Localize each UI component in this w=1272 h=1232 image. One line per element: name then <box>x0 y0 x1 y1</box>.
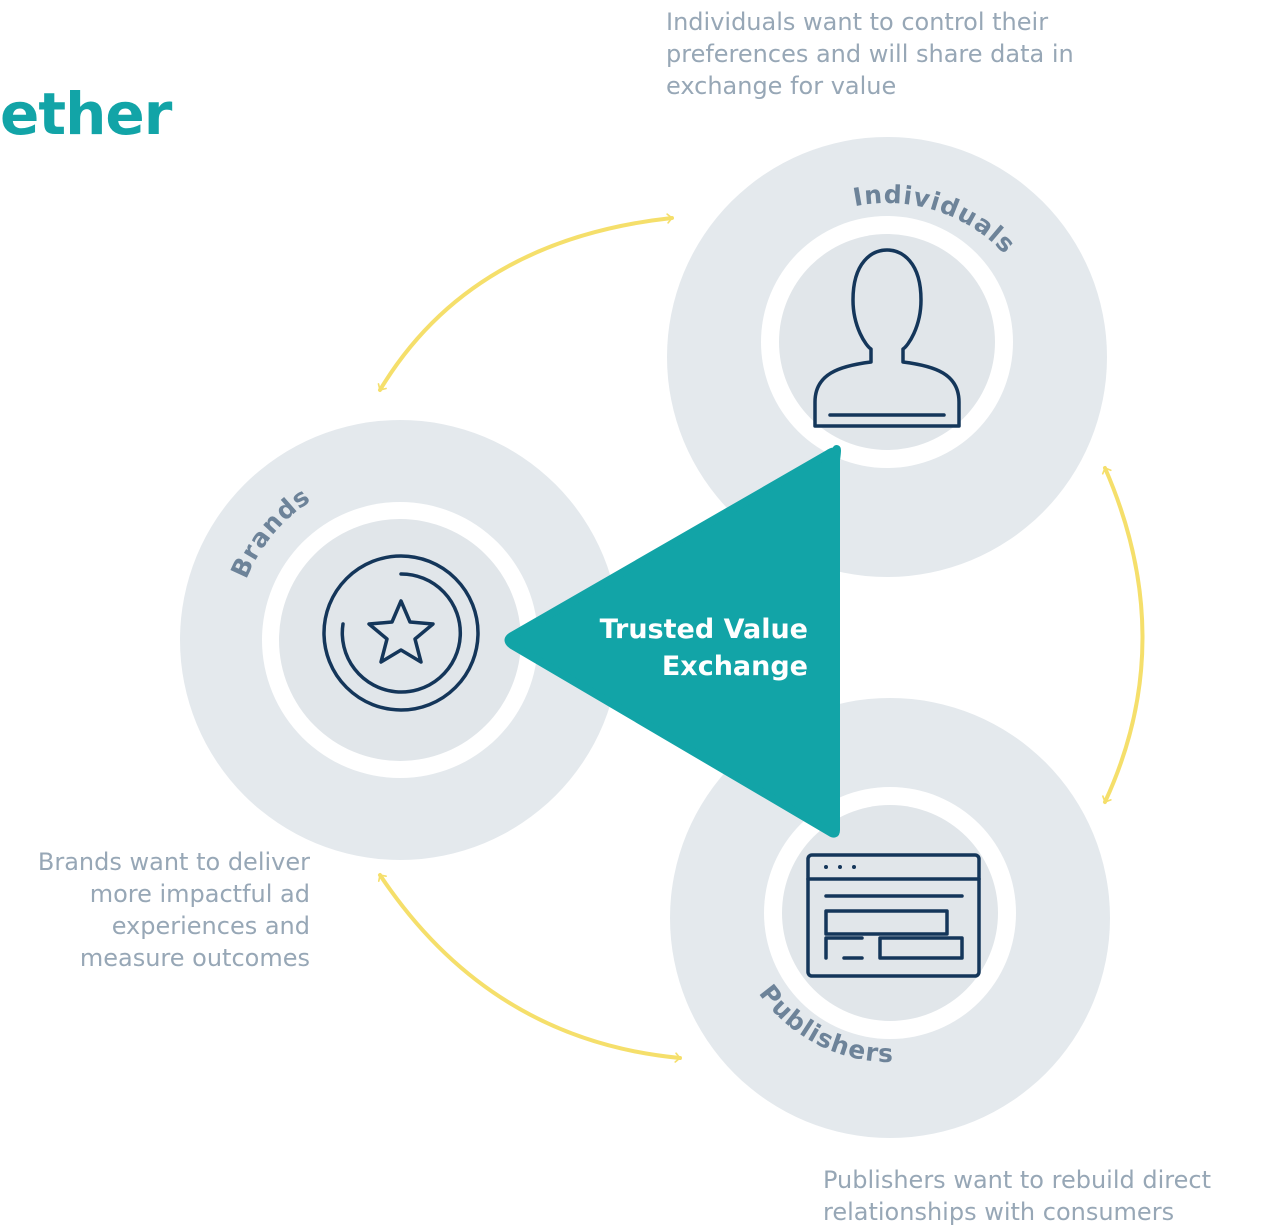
headline: ether <box>0 80 172 148</box>
node-individuals: Individuals <box>667 137 1107 577</box>
individuals-caption: Individuals want to control their prefer… <box>666 6 1074 102</box>
trusted-value-exchange: Trusted Value Exchange <box>504 445 841 838</box>
caption-line: more impactful ad <box>89 880 310 908</box>
arrow-brands-publishers <box>377 873 682 1063</box>
brands-caption: Brands want to deliver more impactful ad… <box>0 846 310 974</box>
publishers-caption: Publishers want to rebuild direct relati… <box>823 1164 1211 1228</box>
caption-line: exchange for value <box>666 72 897 100</box>
center-label-line-1: Trusted Value <box>600 614 808 645</box>
person-icon <box>813 248 961 428</box>
caption-line: Brands want to deliver <box>37 848 310 876</box>
caption-line: relationships with consumers <box>823 1198 1175 1226</box>
caption-line: Publishers want to rebuild direct <box>823 1166 1211 1194</box>
caption-line: Individuals want to control their <box>666 8 1049 36</box>
node-publishers: Publishers <box>670 698 1110 1138</box>
center-label-line-2: Exchange <box>662 651 808 682</box>
star-badge-icon <box>322 554 480 712</box>
arrow-brands-individuals <box>377 213 674 392</box>
caption-line: measure outcomes <box>79 944 310 972</box>
node-brands: Brands <box>180 420 620 860</box>
caption-line: experiences and <box>111 912 310 940</box>
browser-window-icon <box>806 853 981 978</box>
caption-line: preferences and will share data in <box>666 40 1074 68</box>
arrow-individuals-publishers <box>1101 466 1145 804</box>
